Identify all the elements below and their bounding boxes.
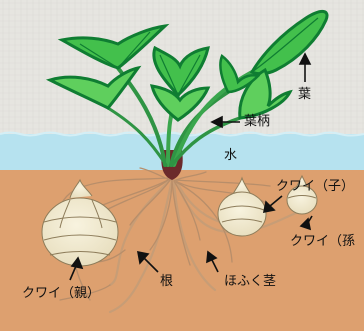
petiole-label: 葉柄 (244, 115, 270, 128)
child-tuber-label: クワイ（子） (276, 180, 354, 193)
water-label: 水 (224, 149, 237, 162)
stolon-label: ほふく茎 (224, 275, 276, 288)
root-label: 根 (160, 275, 173, 288)
leaf-label: 葉 (298, 88, 311, 101)
grandchild-tuber-label: クワイ（孫 (290, 235, 355, 248)
parent-tuber-label: クワイ（親） (22, 287, 100, 300)
